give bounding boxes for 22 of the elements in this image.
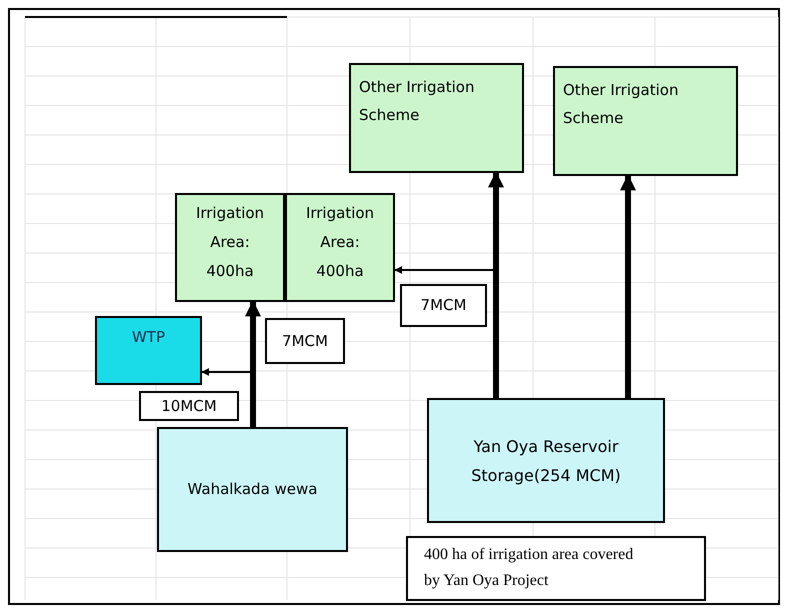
node-label: Other Irrigation Scheme (359, 77, 476, 126)
edge-label: 7MCM (265, 318, 345, 364)
node-label: Other Irrigation Scheme (563, 80, 680, 129)
node-label: Irrigation Area: 400ha (194, 203, 266, 282)
reservoir-box (427, 398, 665, 523)
node-label: WTP (130, 327, 166, 348)
node-label: Irrigation Area: 400ha (304, 203, 376, 282)
edge-label: 10MCM (139, 391, 239, 421)
scheme-box (349, 63, 524, 173)
node-label: Yan Oya Reservoir Storage(254 MCM) (470, 436, 622, 486)
reservoir-box (157, 427, 348, 552)
node-label: Wahalkada wewa (188, 479, 318, 500)
treatment-plant-box (95, 316, 202, 385)
arrow (245, 300, 261, 427)
arrow (620, 174, 636, 398)
note-box (406, 536, 706, 601)
irrigation-area-box (175, 193, 285, 302)
arrow (488, 171, 504, 398)
edge-label: 7MCM (400, 284, 487, 327)
node-label: 400 ha of irrigation area covered by Yan Oya Project (424, 545, 634, 591)
scheme-box (553, 66, 738, 176)
irrigation-area-box (285, 193, 395, 302)
